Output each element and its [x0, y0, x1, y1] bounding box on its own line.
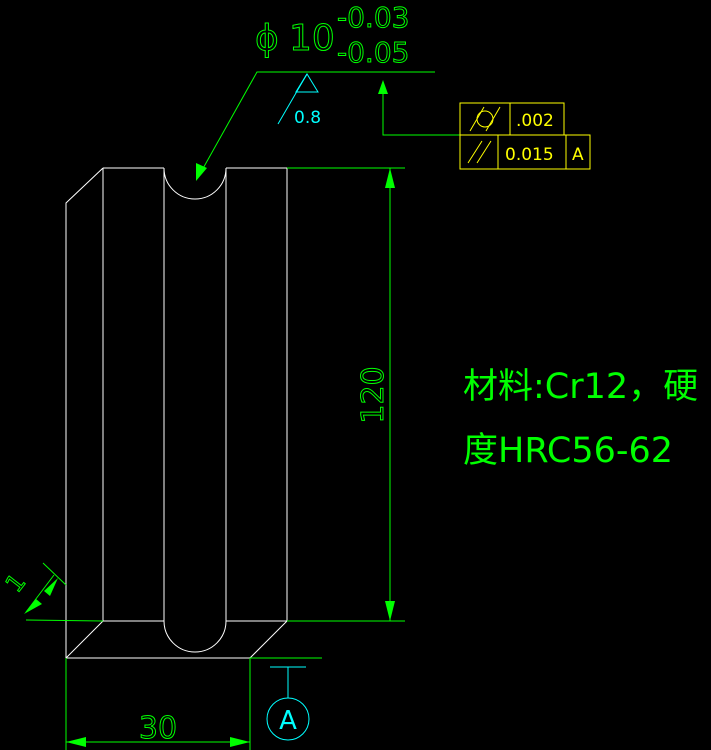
datum-label: A: [279, 706, 297, 736]
height-arrow-top: [385, 168, 395, 188]
bottom-chamfer-right: [249, 620, 288, 659]
datum-symbol: A: [250, 657, 322, 741]
surface-finish-triangle-leg: [295, 73, 308, 93]
height-dimension: 120: [287, 167, 405, 622]
tolerance-leader-arrowhead: [378, 80, 388, 94]
outer-left-edge: [65, 167, 104, 658]
diameter-lower-tolerance: -0.05: [337, 36, 409, 69]
chamfer-extension-1: [42, 562, 67, 586]
surface-finish-symbol: 0.8: [277, 73, 321, 128]
width-arrow-right: [230, 737, 250, 747]
material-note-line-2: 度HRC56-62: [463, 431, 673, 471]
bottom-chamfer-left: [65, 620, 104, 659]
leader-line: [200, 71, 435, 173]
width-value: 30: [139, 711, 177, 746]
tolerance-frame-row-2: [459, 134, 591, 170]
chamfer-arrow-1: [44, 578, 58, 596]
cylindricity-value: .002: [516, 111, 554, 131]
diameter-upper-tolerance: -0.03: [337, 1, 409, 34]
part-outline: [65, 167, 288, 659]
height-value: 120: [356, 366, 391, 423]
diameter-nominal: 10: [289, 18, 335, 59]
width-arrow-left: [66, 737, 86, 747]
material-notes: 材料:Cr12，硬 度HRC56-62: [463, 367, 698, 471]
groove-bottom-arc: [163, 620, 227, 653]
surface-roughness-value: 0.8: [294, 108, 321, 128]
width-dimension: 30: [65, 658, 251, 750]
chamfer-dimension: 1: [0, 562, 104, 622]
tolerance-leader: [382, 92, 460, 136]
cylindricity-icon-slash-1: [469, 106, 485, 132]
surface-finish-triangle-outline: [295, 73, 319, 93]
tolerance-frame: .002 0.015 A: [378, 80, 591, 170]
diameter-symbol: ϕ: [255, 18, 279, 59]
cylindricity-icon-slash-2: [485, 106, 501, 132]
groove-top-arc: [163, 167, 227, 200]
height-arrow-bottom: [385, 601, 395, 621]
datum-circle: [266, 697, 310, 741]
leader-arrowhead: [196, 163, 207, 181]
parallelism-icon-line-1: [467, 140, 483, 164]
parallelism-value: 0.015: [505, 145, 554, 165]
chamfer-arrow-2: [24, 599, 42, 614]
chamfer-extension-2: [25, 619, 104, 622]
parallelism-icon-line-2: [476, 140, 492, 164]
parallelism-datum: A: [572, 145, 584, 165]
chamfer-value: 1: [0, 568, 31, 597]
material-note-line-1: 材料:Cr12，硬: [463, 367, 698, 407]
cylindricity-icon: [476, 110, 494, 128]
diameter-callout: ϕ 10 -0.03 -0.05: [196, 1, 435, 181]
